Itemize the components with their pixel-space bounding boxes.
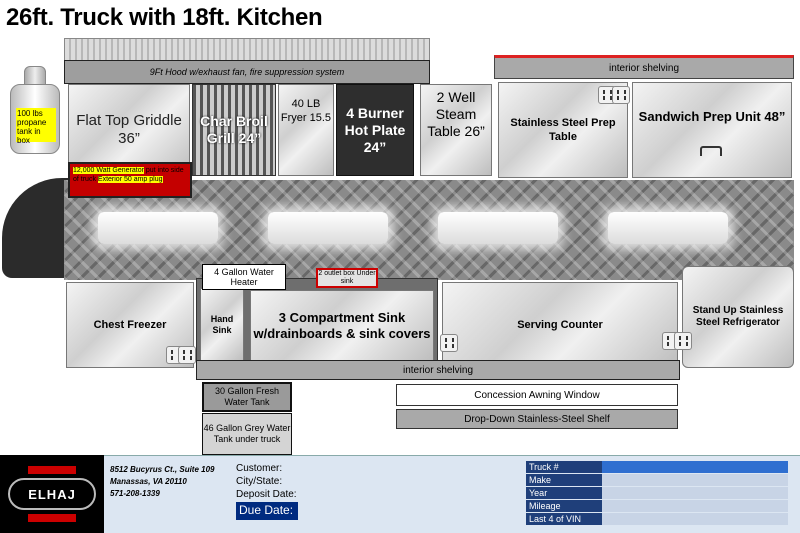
truck-info-table: Truck # Make Year Mileage Last 4 of VIN	[526, 461, 788, 526]
row-value	[602, 513, 788, 525]
city-label: City/State:	[236, 476, 283, 487]
row-value	[602, 500, 788, 512]
exhaust-hood	[64, 38, 430, 62]
ceiling-light	[438, 212, 558, 244]
table-row: Make	[526, 474, 788, 486]
power-outlet-icon	[674, 332, 692, 350]
flat-top-griddle: Flat Top Griddle 36”	[68, 84, 190, 176]
ceiling-light	[268, 212, 388, 244]
row-label: Truck #	[526, 461, 602, 473]
logo-text: ELHAJ	[8, 478, 96, 510]
row-value	[602, 474, 788, 486]
sandwich-unit-handle-icon	[700, 146, 722, 156]
deposit-label: Deposit Date:	[236, 489, 297, 500]
address-line: Manassas, VA 20110	[110, 477, 187, 486]
table-row: Last 4 of VIN	[526, 513, 788, 525]
phone-number: 571-208-1339	[110, 489, 160, 498]
due-date-label: Due Date:	[236, 502, 298, 520]
refrigerator: Stand Up Stainless Steel Refrigerator	[682, 266, 794, 368]
customer-fields: Customer: City/State: Deposit Date:	[236, 462, 297, 501]
customer-label: Customer:	[236, 463, 283, 474]
outlet-box-note: 2 outlet box Under sink	[316, 268, 378, 288]
ceiling-light	[608, 212, 728, 244]
power-outlet-icon	[598, 86, 616, 104]
address-line: 8512 Bucyrus Ct., Suite 109	[110, 465, 215, 474]
truck-cab	[2, 178, 68, 278]
row-value	[602, 461, 788, 473]
interior-shelving-bottom: interior shelving	[196, 360, 680, 380]
row-label: Last 4 of VIN	[526, 513, 602, 525]
power-outlet-icon	[440, 334, 458, 352]
water-heater: 4 Gallon Water Heater	[202, 264, 286, 290]
propane-label: 100 lbs propane tank in box	[16, 108, 56, 145]
drop-down-shelf: Drop-Down Stainless-Steel Shelf	[396, 409, 678, 429]
table-row: Truck #	[526, 461, 788, 473]
logo-accent	[28, 466, 76, 474]
generator-text: put into side of truck	[73, 167, 184, 183]
power-outlet-icon	[612, 86, 630, 104]
generator-label: 12,000 Watt Generator put into side of t…	[68, 162, 192, 198]
ceiling-light	[98, 212, 218, 244]
generator-text: 12,000 Watt Generator	[73, 167, 144, 174]
company-address: 8512 Bucyrus Ct., Suite 109 Manassas, VA…	[110, 464, 230, 500]
propane-tank-icon	[24, 66, 46, 86]
power-outlet-icon	[178, 346, 196, 364]
fryer: 40 LB Fryer 15.5	[278, 84, 334, 176]
grey-water-tank: 46 Gallon Grey Water Tank under truck	[202, 413, 292, 455]
row-value	[602, 487, 788, 499]
table-row: Year	[526, 487, 788, 499]
concession-awning-window: Concession Awning Window	[396, 384, 678, 406]
three-compartment-sink: 3 Compartment Sink w/drainboards & sink …	[250, 290, 434, 362]
hand-sink: Hand Sink	[200, 288, 244, 362]
fresh-water-tank: 30 Gallon Fresh Water Tank	[202, 382, 292, 412]
row-label: Mileage	[526, 500, 602, 512]
steam-table: 2 Well Steam Table 26”	[420, 84, 492, 176]
sandwich-prep-unit: Sandwich Prep Unit 48”	[632, 82, 792, 178]
hood-label: 9Ft Hood w/exhaust fan, fire suppression…	[64, 60, 430, 84]
table-row: Mileage	[526, 500, 788, 512]
page-title: 26ft. Truck with 18ft. Kitchen	[6, 4, 323, 31]
logo-accent	[28, 514, 76, 522]
row-label: Make	[526, 474, 602, 486]
interior-shelving-top: interior shelving	[494, 55, 794, 79]
serving-counter: Serving Counter	[442, 282, 678, 368]
char-broil-grill: Char Broil Grill 24”	[192, 84, 276, 176]
generator-text: Exterior 50 amp plug	[97, 176, 163, 183]
hot-plate: 4 Burner Hot Plate 24”	[336, 84, 414, 176]
row-label: Year	[526, 487, 602, 499]
